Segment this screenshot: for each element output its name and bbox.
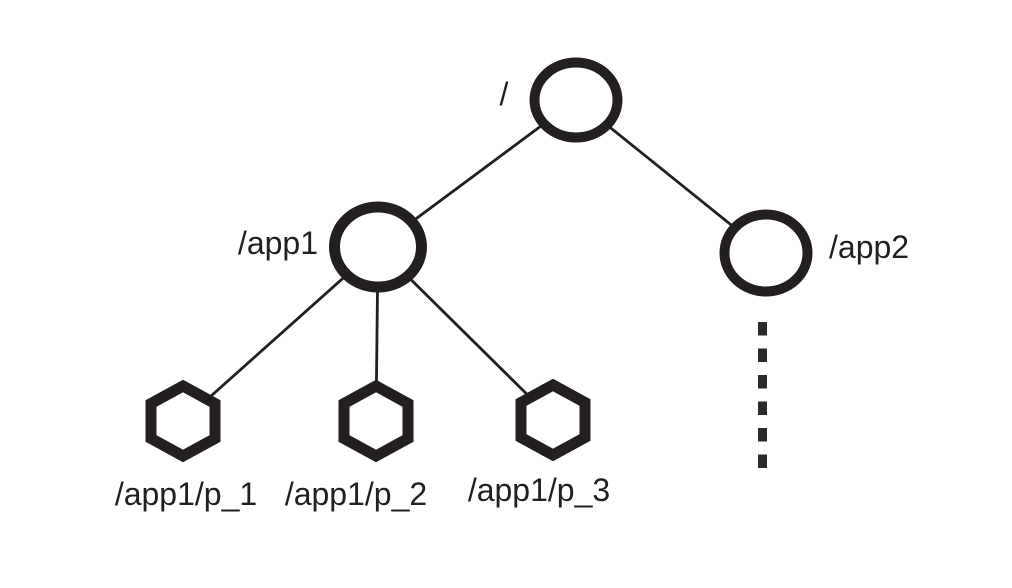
label-app1-p2: /app1/p_2	[285, 476, 427, 512]
edges-group	[182, 98, 767, 468]
label-app1: /app1	[238, 225, 318, 261]
node-app1-p2-hexagon	[338, 379, 414, 463]
node-app2-circle	[719, 209, 813, 297]
labels-group: / /app1 /app2 /app1/p_1 /app1/p_2 /app1/…	[115, 76, 909, 512]
node-app1-p1-hexagon	[145, 379, 221, 463]
label-app1-p3: /app1/p_3	[468, 472, 610, 508]
label-app1-p1: /app1/p_1	[115, 476, 257, 512]
node-app1-p3-hexagon	[515, 378, 591, 462]
node-root-circle	[529, 57, 623, 143]
label-root: /	[500, 76, 509, 112]
label-app2: /app2	[829, 229, 909, 265]
node-app1-circle	[329, 201, 427, 293]
nodes-group	[145, 57, 813, 463]
